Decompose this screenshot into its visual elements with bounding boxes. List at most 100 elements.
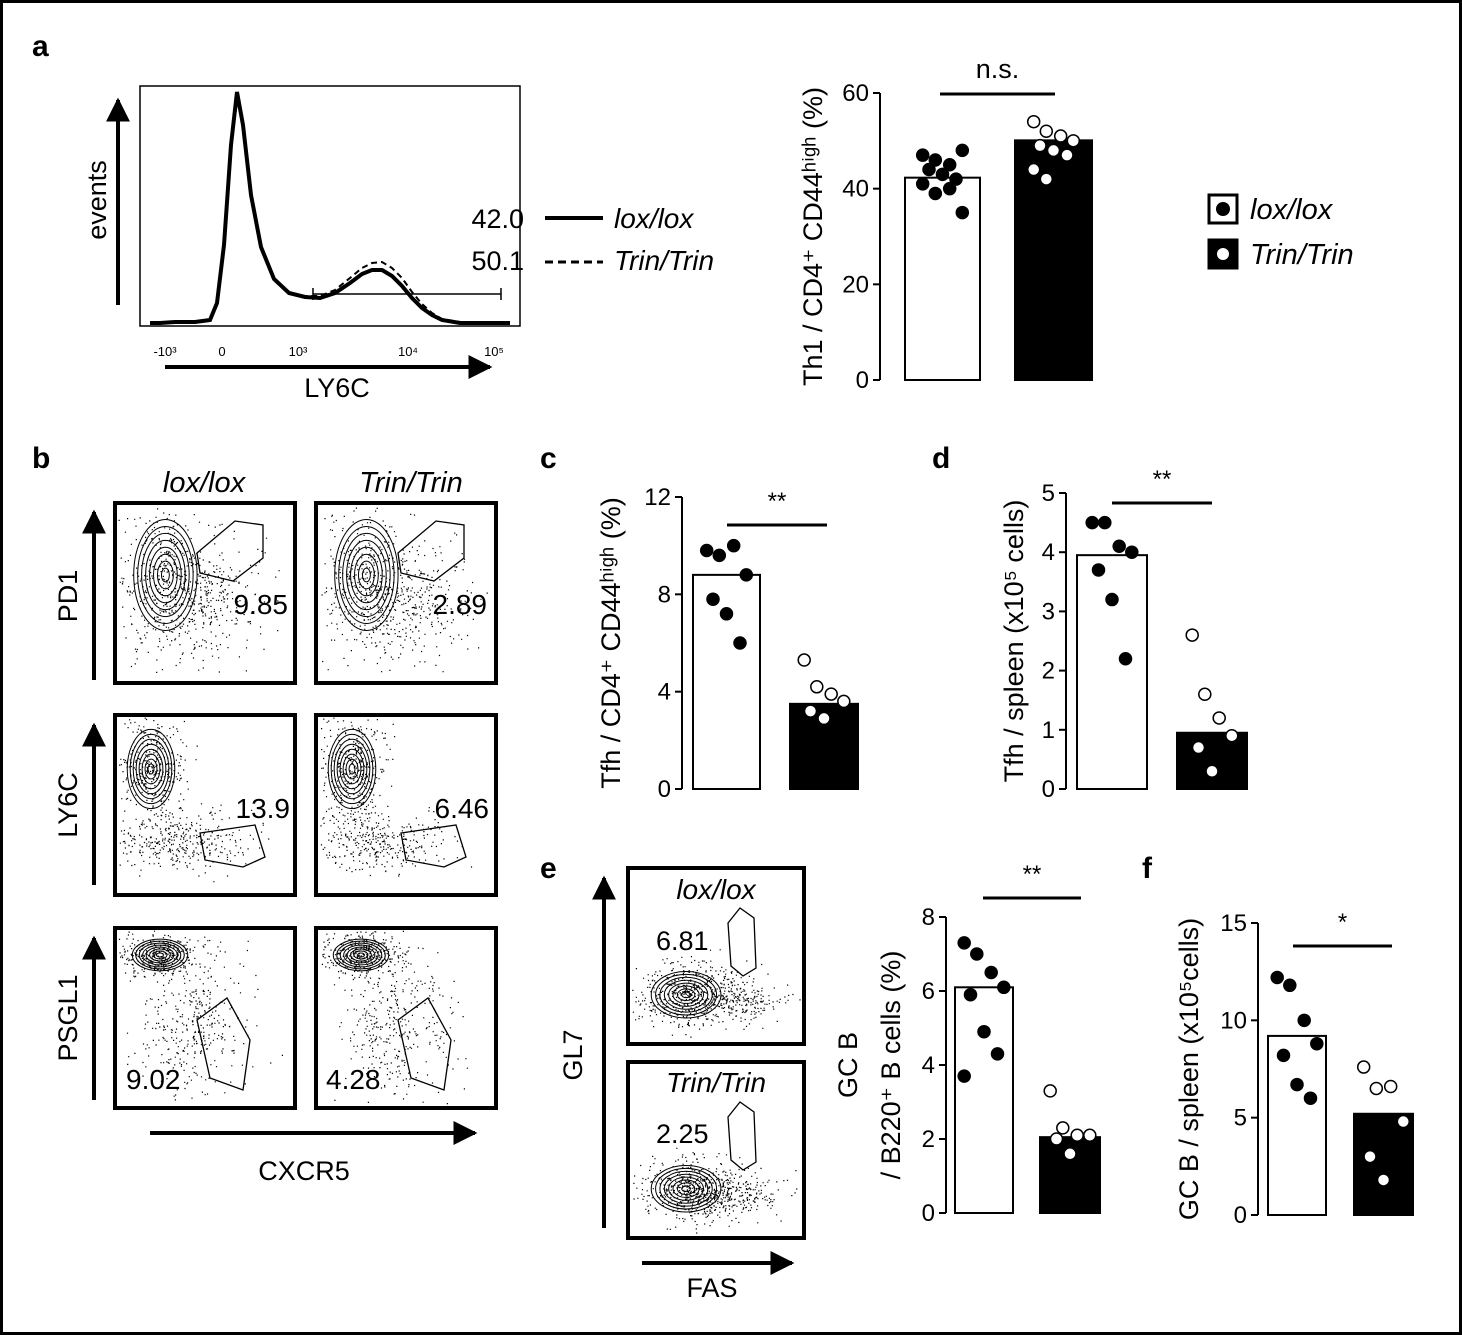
data-point-lox	[1290, 1077, 1304, 1092]
data-point-lox	[739, 568, 754, 582]
flow-row-label-psgl1: PSGL1	[53, 974, 83, 1061]
flow-contour	[676, 988, 696, 1002]
significance-label: **	[1153, 466, 1172, 493]
data-point-trin	[1043, 1084, 1057, 1098]
data-point-trin	[1383, 1079, 1398, 1094]
flow-gate	[400, 824, 467, 868]
bar-lox	[954, 986, 1014, 1214]
flow-gate	[196, 520, 264, 582]
y-tick-label: 2	[1042, 658, 1055, 685]
flow-contour	[336, 940, 386, 970]
y-tick-label: 60	[842, 80, 869, 107]
data-point-trin	[810, 680, 824, 694]
data-point-trin	[1063, 1147, 1077, 1161]
legend-item-trin: Trin/Trin	[1207, 238, 1354, 271]
data-point-lox	[706, 592, 720, 606]
y-tick-label: 15	[1220, 910, 1247, 937]
flow-contour	[152, 950, 168, 960]
bar-trin	[1353, 1112, 1414, 1216]
flow-row-label-ly6c: LY6C	[53, 772, 83, 838]
flow-gate	[199, 824, 266, 868]
data-point-lox	[1118, 652, 1133, 666]
y-axis-label: Th1 / CD4⁺ CD44ʰⁱᵍʰ (%)	[798, 87, 828, 386]
data-point-lox	[928, 153, 943, 167]
bar-lox	[1076, 554, 1148, 790]
data-point-trin	[1205, 764, 1219, 778]
histogram-y-label: events	[82, 160, 112, 240]
data-point-trin	[1212, 711, 1226, 725]
data-point-lox	[957, 936, 971, 950]
flow-gate-value: 2.89	[433, 589, 488, 620]
flow-contour	[141, 532, 190, 618]
data-point-lox	[990, 1047, 1005, 1061]
data-point-trin	[1396, 1114, 1411, 1129]
panel-letter-d: d	[932, 442, 950, 475]
data-point-trin	[1066, 134, 1081, 148]
flow-e-title-lox: lox/lox	[676, 874, 756, 905]
flow-contour	[672, 1179, 700, 1198]
flow-contour	[156, 560, 174, 590]
data-point-lox	[997, 980, 1011, 995]
flow-contour	[672, 985, 700, 1004]
flow-column-title-lox: lox/lox	[163, 467, 247, 499]
histogram-legend-trin: Trin/Trin	[614, 245, 714, 276]
flow-contour	[668, 982, 705, 1007]
flow-plot-frame	[113, 713, 297, 897]
data-point-trin	[1056, 1121, 1070, 1135]
data-point-lox	[957, 1069, 971, 1083]
y-axis-label: Tfh / spleen (x10⁵ cells)	[999, 500, 1029, 783]
data-point-lox	[1112, 539, 1126, 554]
significance-label: *	[1338, 909, 1347, 936]
data-point-trin	[1039, 124, 1054, 139]
flow-contour	[339, 942, 383, 968]
y-tick-label: 2	[922, 1126, 935, 1153]
histogram-x-tick: -10³	[153, 344, 177, 359]
flow-contour	[342, 753, 362, 785]
y-axis-label: Tfh / CD4⁺ CD44ʰⁱᵍʰ (%)	[596, 497, 626, 789]
flow-contour	[336, 743, 368, 795]
flow-contour	[342, 532, 391, 618]
flow-plot-frame	[113, 926, 297, 1110]
panel-letter-a: a	[32, 30, 49, 63]
data-point-trin	[1039, 172, 1054, 186]
y-axis-label: GC B / spleen (x10⁵cells)	[1174, 918, 1204, 1220]
data-point-lox	[712, 548, 727, 563]
flow-contour	[147, 763, 155, 775]
flow-contour	[676, 1182, 696, 1196]
flow-contour	[153, 553, 178, 597]
data-point-trin	[1369, 1081, 1384, 1096]
flow-contour	[339, 748, 365, 790]
flow-e-x-label: FAS	[686, 1273, 737, 1303]
histogram-x-tick: 10⁴	[398, 344, 418, 359]
flow-gate-value: 6.46	[435, 793, 490, 824]
flow-gate	[397, 520, 465, 582]
significance-label: n.s.	[976, 54, 1020, 84]
flow-e-plot-stack	[626, 866, 806, 1240]
data-point-trin	[1026, 114, 1041, 129]
data-point-lox	[928, 186, 943, 201]
flow-contour	[138, 942, 182, 968]
flow-contour	[350, 948, 372, 962]
flow-contour	[142, 944, 178, 966]
y-tick-label: 4	[922, 1052, 935, 1079]
significance-label: **	[768, 488, 787, 515]
data-point-trin	[1070, 1128, 1084, 1143]
data-point-lox	[942, 158, 957, 172]
flow-contour	[141, 753, 161, 785]
histogram-curve-lox	[150, 91, 510, 325]
flow-contour	[145, 946, 175, 964]
data-point-lox	[719, 607, 734, 621]
bar-trin	[1014, 139, 1093, 381]
flow-contour	[357, 952, 365, 958]
histogram-x-label: LY6C	[304, 373, 370, 403]
flow-contour	[345, 758, 359, 780]
flow-gate	[727, 1101, 757, 1171]
data-point-lox	[942, 181, 957, 196]
flow-contour	[135, 940, 185, 970]
flow-contour	[145, 539, 186, 611]
panel-letter-b: b	[32, 442, 50, 475]
flow-contour	[354, 553, 379, 597]
